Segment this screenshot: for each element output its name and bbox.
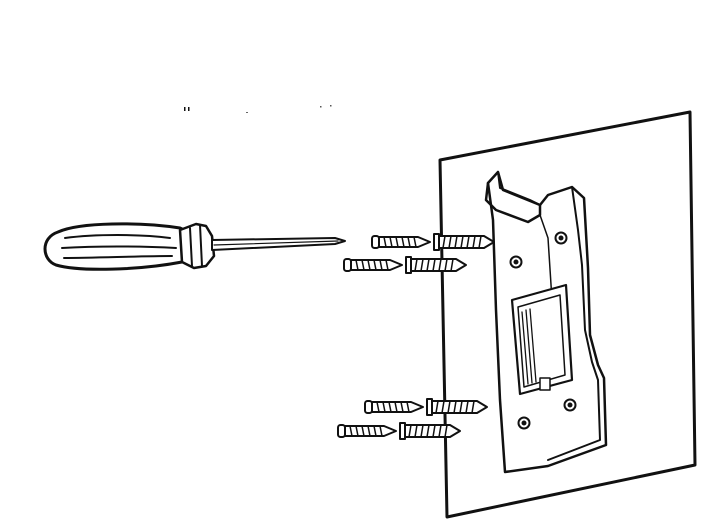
- screw-icon: [371, 235, 431, 249]
- bracket-hole-icon: [517, 416, 531, 430]
- mounting-bracket-icon: [484, 170, 608, 474]
- screw-icon: [343, 258, 403, 272]
- bracket-hole-icon: [563, 398, 577, 412]
- screw-icon: [337, 424, 397, 438]
- wall-anchor-icon: [399, 422, 461, 440]
- wall-anchor-icon: [426, 398, 488, 416]
- wall-anchor-icon: [433, 233, 495, 251]
- screwdriver-icon: [43, 222, 346, 271]
- screw-icon: [364, 400, 424, 414]
- scan-specks: [184, 105, 332, 113]
- bracket-hole-icon: [554, 231, 568, 245]
- wall-anchor-icon: [405, 256, 467, 274]
- bracket-hole-icon: [509, 255, 523, 269]
